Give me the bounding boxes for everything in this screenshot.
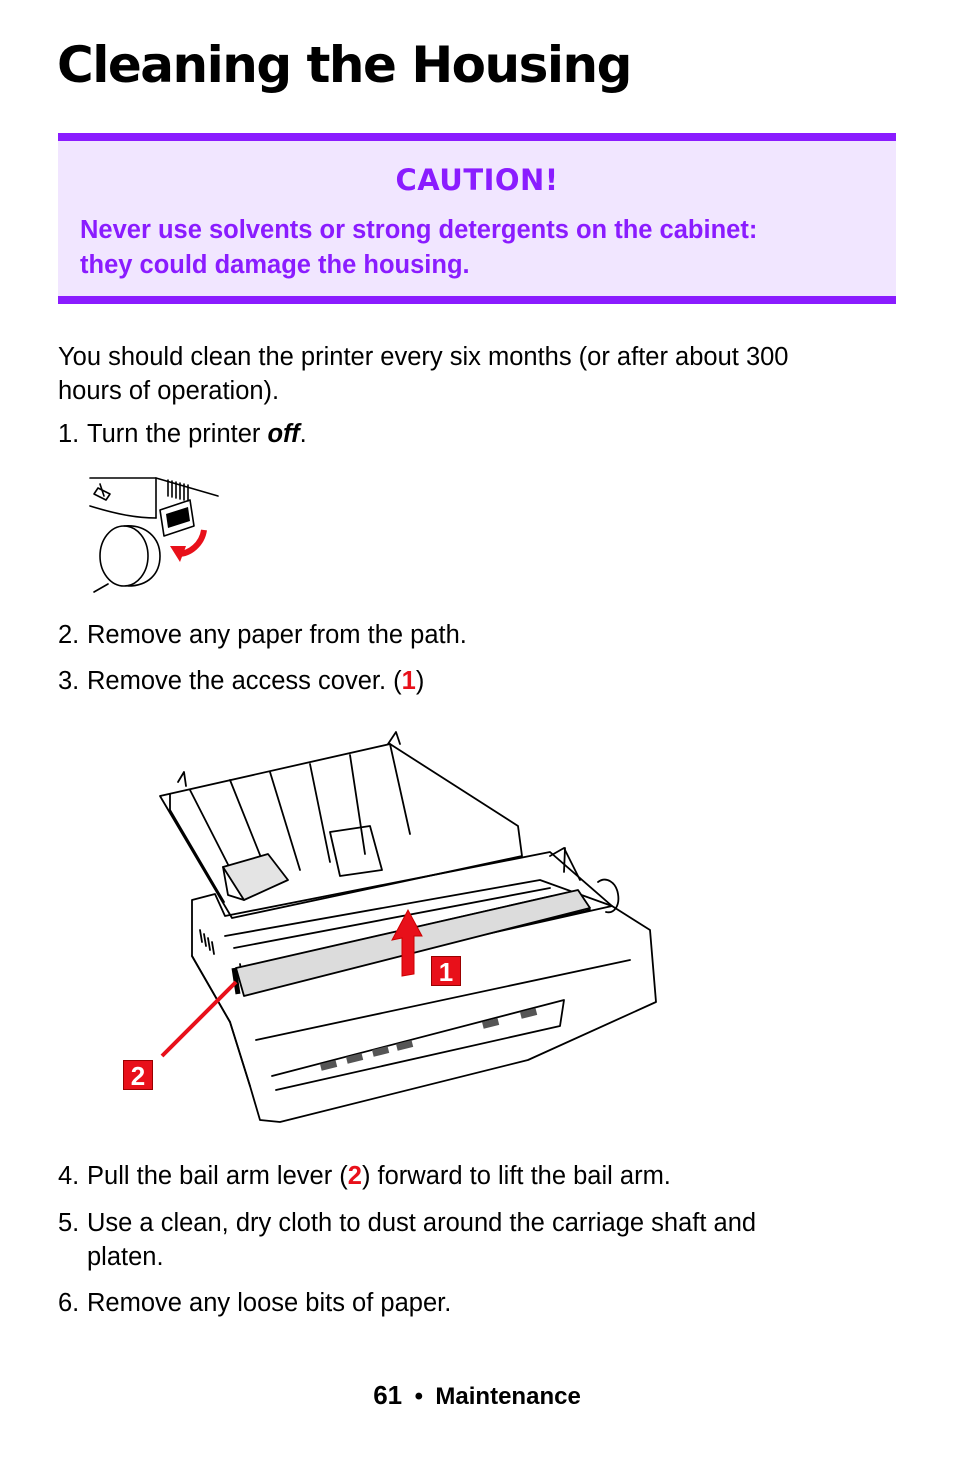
step-emphasis: off <box>267 420 300 448</box>
step-number: 2. <box>58 621 80 649</box>
callout-1-label: 1 <box>431 956 461 987</box>
intro-line-2: hours of operation). <box>58 377 280 405</box>
step-text: Remove the access cover. (1) <box>87 664 897 698</box>
step-text: Pull the bail arm lever (2) forward to l… <box>87 1159 897 1193</box>
step-text-part: ) forward to lift the bail arm. <box>361 1162 671 1190</box>
step-number: 1. <box>58 420 80 448</box>
caution-box: CAUTION! Never use solvents or strong de… <box>58 133 896 304</box>
step-text-part: Pull the bail arm lever ( <box>87 1162 348 1190</box>
step-text-line-1: Use a clean, dry cloth to dust around th… <box>87 1209 757 1237</box>
caution-text-line-2: they could damage the housing. <box>80 251 470 279</box>
intro-line-1: You should clean the printer every six m… <box>58 343 789 371</box>
step-text-part: . <box>299 420 307 448</box>
caution-text-line-1: Never use solvents or strong detergents … <box>80 216 758 244</box>
step-text-part: ) <box>415 667 425 695</box>
intro-paragraph: You should clean the printer every six m… <box>58 340 789 408</box>
step-number: 5. <box>58 1209 80 1237</box>
caution-text: Never use solvents or strong detergents … <box>80 213 880 283</box>
callout-ref: 2 <box>347 1162 362 1190</box>
step-text: Remove any loose bits of paper. <box>87 1289 452 1317</box>
step-text: Use a clean, dry cloth to dust around th… <box>87 1206 897 1274</box>
page-footer: 61 • Maintenance <box>0 1380 954 1411</box>
section-name: Maintenance <box>435 1383 581 1410</box>
step-text: Turn the printer off. <box>87 417 897 451</box>
page-title: Cleaning the Housing <box>57 36 632 94</box>
step-number: 3. <box>58 667 80 695</box>
step-number: 4. <box>58 1162 80 1190</box>
step-number: 6. <box>58 1289 80 1317</box>
step-text-line-2: platen. <box>87 1243 164 1271</box>
step-text-part: Turn the printer <box>87 420 268 448</box>
callout-ref: 1 <box>401 667 416 695</box>
step-text: Remove any paper from the path. <box>87 621 467 649</box>
printer-illustration <box>159 731 657 1123</box>
footer-separator: • <box>414 1383 423 1410</box>
page-number: 61 <box>373 1380 403 1410</box>
step-text-part: Remove the access cover. ( <box>87 667 402 695</box>
power-switch-illustration <box>89 477 219 593</box>
caution-heading: CAUTION! <box>395 163 559 197</box>
callout-2-label: 2 <box>123 1060 153 1091</box>
